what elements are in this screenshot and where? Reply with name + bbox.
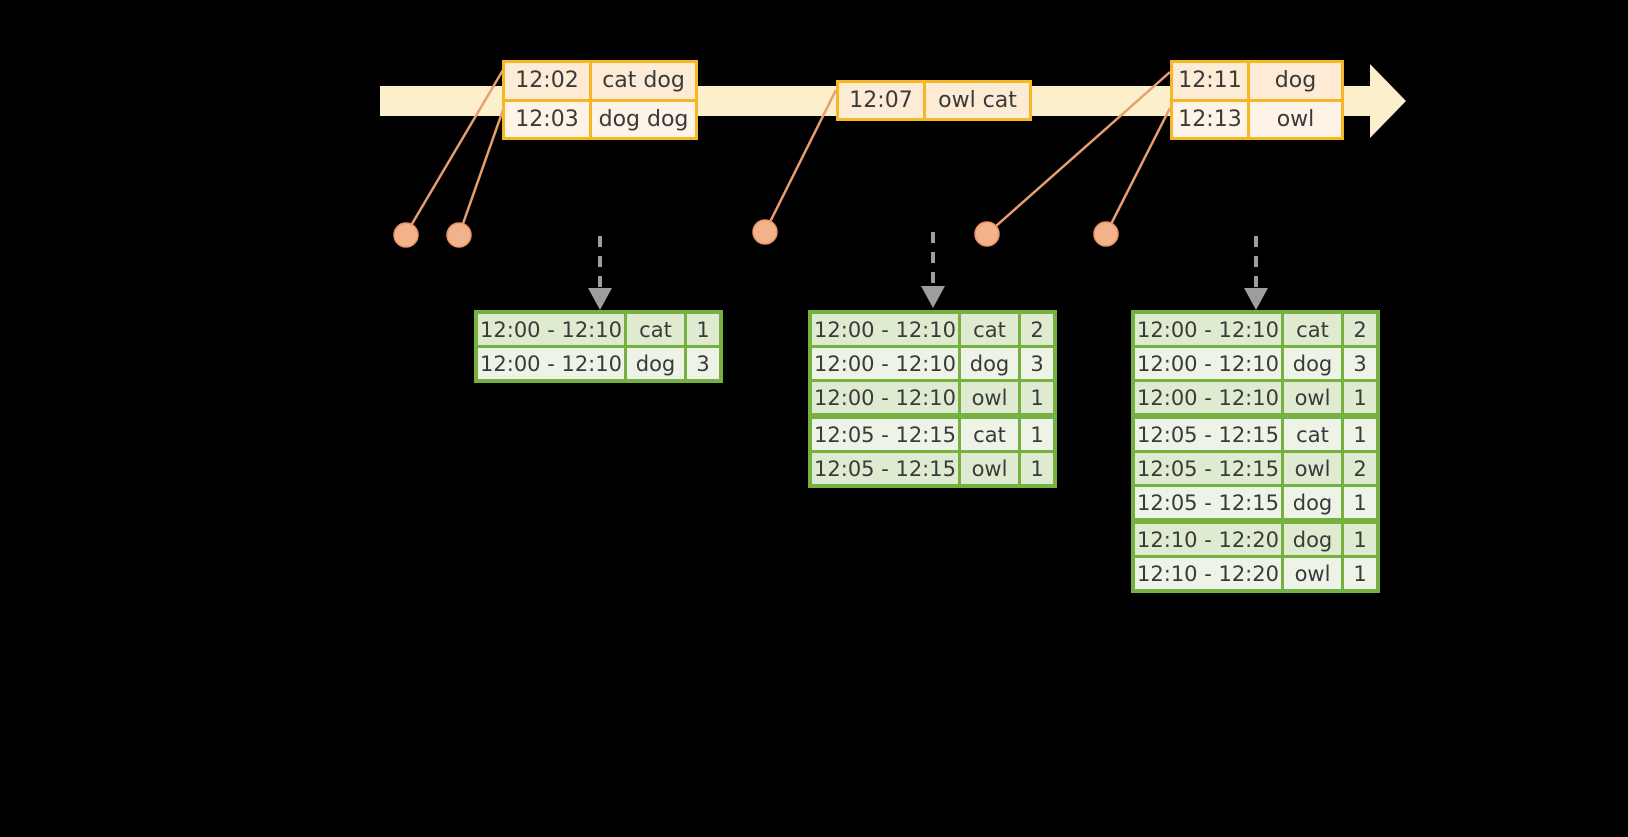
emit-arrowheads [588, 286, 1268, 310]
window-range-cell: 12:00 - 12:10 [1135, 314, 1284, 345]
event-box-2[interactable]: 12:07 owl cat [836, 80, 1032, 121]
event-row: 12:02 cat dog [505, 63, 695, 99]
window-range-cell: 12:00 - 12:10 [478, 348, 627, 379]
event-dot-1 [393, 222, 419, 248]
event-time: 12:03 [505, 101, 592, 137]
event-row: 12:03 dog dog [505, 98, 695, 137]
count-cell: 3 [1344, 348, 1376, 379]
event-dot-5 [1093, 221, 1119, 247]
event-time: 12:11 [1173, 63, 1250, 99]
count-cell: 2 [1344, 453, 1376, 484]
window-range-cell: 12:00 - 12:10 [812, 314, 961, 345]
event-row: 12:11 dog [1173, 63, 1341, 99]
window-range-cell: 12:05 - 12:15 [1135, 453, 1284, 484]
event-dot-3 [752, 219, 778, 245]
event-words: owl cat [938, 88, 1017, 113]
count-cell: 3 [687, 348, 719, 379]
word-cell: owl [1284, 558, 1344, 589]
event-dot-4 [974, 221, 1000, 247]
count-cell: 1 [1344, 382, 1376, 413]
word-cell: owl [1284, 382, 1344, 413]
word-cell: cat [961, 419, 1021, 450]
event-words: owl [1276, 106, 1315, 132]
event-time: 12:13 [1173, 101, 1250, 137]
event-words: dog [1274, 68, 1317, 94]
count-cell: 2 [1021, 314, 1053, 345]
window-range-cell: 12:05 - 12:15 [1135, 419, 1284, 450]
emit-arrows [598, 232, 1258, 288]
event-row: 12:13 owl [1173, 98, 1341, 137]
window-range-cell: 12:10 - 12:20 [1135, 558, 1284, 589]
word-cell: cat [1284, 419, 1344, 450]
window-range-cell: 12:05 - 12:15 [812, 453, 961, 484]
window-range-cell: 12:05 - 12:15 [812, 419, 961, 450]
window-range-cell: 12:00 - 12:10 [1135, 348, 1284, 379]
word-cell: owl [1284, 453, 1344, 484]
count-cell: 1 [1021, 382, 1053, 413]
word-cell: dog [627, 348, 687, 379]
event-words: dog dog [598, 106, 689, 132]
event-time: 12:02 [505, 63, 592, 99]
word-cell: cat [1284, 314, 1344, 345]
word-cell: dog [1284, 524, 1344, 555]
event-dots [393, 219, 1119, 248]
word-cell: cat [961, 314, 1021, 345]
window-range-cell: 12:05 - 12:15 [1135, 487, 1284, 518]
count-cell: 1 [1021, 419, 1053, 450]
window-range-cell: 12:00 - 12:10 [1135, 382, 1284, 413]
event-time: 12:07 [839, 83, 926, 118]
count-cell: 1 [687, 314, 719, 345]
window-range-cell: 12:00 - 12:10 [478, 314, 627, 345]
word-cell: cat [627, 314, 687, 345]
word-cell: dog [961, 348, 1021, 379]
event-box-1[interactable]: 12:02 cat dog 12:03 dog dog [502, 60, 698, 140]
event-words: cat dog [602, 68, 685, 94]
count-cell: 1 [1021, 453, 1053, 484]
count-cell: 3 [1021, 348, 1053, 379]
event-row: 12:07 owl cat [839, 83, 1029, 118]
word-cell: owl [961, 382, 1021, 413]
count-cell: 1 [1344, 558, 1376, 589]
window-range-cell: 12:00 - 12:10 [812, 348, 961, 379]
window-range-cell: 12:00 - 12:10 [812, 382, 961, 413]
event-dot-2 [446, 222, 472, 248]
count-cell: 1 [1344, 524, 1376, 555]
count-cell: 1 [1344, 419, 1376, 450]
event-box-3[interactable]: 12:11 dog 12:13 owl [1170, 60, 1344, 140]
word-cell: dog [1284, 348, 1344, 379]
count-cell: 2 [1344, 314, 1376, 345]
count-cell: 1 [1344, 487, 1376, 518]
window-range-cell: 12:10 - 12:20 [1135, 524, 1284, 555]
word-cell: owl [961, 453, 1021, 484]
word-cell: dog [1284, 487, 1344, 518]
